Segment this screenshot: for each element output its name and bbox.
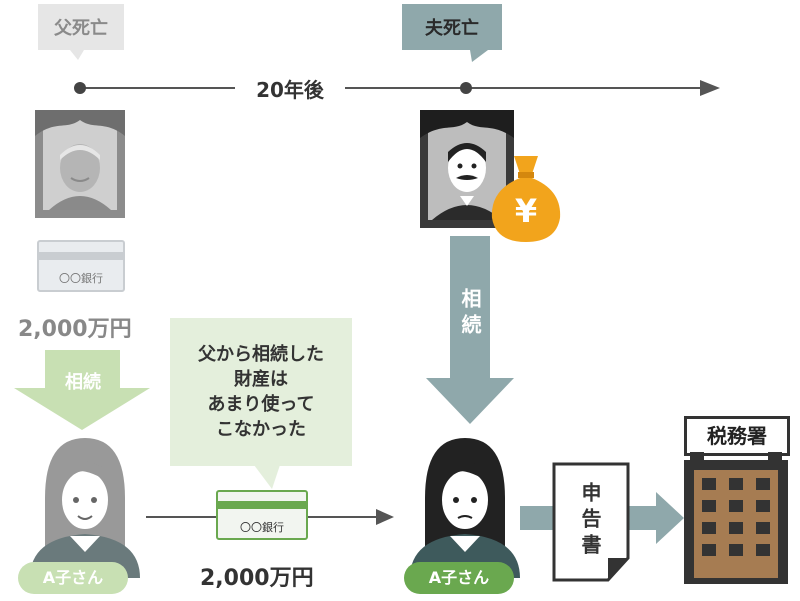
money-bag-icon (491, 156, 561, 242)
timeline-arrowhead (700, 80, 720, 96)
speech-line-3: あまり使って (207, 394, 315, 415)
father-callout-tail (70, 50, 84, 60)
timeline-gap-label: 20年後 (256, 78, 324, 102)
transfer-bankbook-label: 〇〇銀行 (240, 521, 284, 534)
father-death-point (74, 82, 86, 94)
right-person-badge: A子さん (404, 562, 514, 594)
money-symbol: ¥ (514, 192, 538, 230)
right-person-icon (410, 438, 520, 578)
husband-death-point (460, 82, 472, 94)
tax-return-document-icon (552, 462, 630, 582)
timeline-graphic (70, 50, 720, 96)
husband-death-label: 夫死亡 (425, 18, 479, 39)
left-person-badge: A子さん (18, 562, 128, 594)
speech-line-2: 財産は (234, 369, 288, 390)
left-amount: 2,000万円 (18, 317, 132, 342)
speech-bubble-tail (254, 465, 280, 489)
left-bankbook-stripe (39, 252, 123, 260)
speech-line-4: こなかった (216, 419, 306, 440)
transfer-amount: 2,000万円 (200, 566, 314, 591)
tax-office-building-icon (684, 452, 788, 584)
left-bankbook: 〇〇銀行 (37, 240, 125, 292)
right-inheritance-arrow (426, 236, 514, 424)
transfer-bankbook-stripe (218, 501, 306, 509)
speech-text: 父から相続した 財産は あまり使って こなかった (170, 318, 352, 442)
transfer-bankbook: 〇〇銀行 (216, 490, 308, 540)
father-death-label: 父死亡 (54, 18, 108, 39)
left-inherit-label: 相続 (65, 372, 101, 393)
tax-office-label: 税務署 (707, 424, 767, 448)
husband-callout-tail (470, 50, 488, 62)
tax-office-sign: 税務署 (684, 416, 790, 456)
left-person-icon (30, 438, 140, 578)
husband-death-callout: 夫死亡 (402, 4, 502, 50)
father-death-callout: 父死亡 (38, 4, 124, 50)
father-portrait-icon (35, 110, 125, 218)
left-inheritance-arrow (14, 350, 150, 430)
speech-line-1: 父から相続した (198, 344, 324, 365)
speech-bubble: 父から相続した 財産は あまり使って こなかった (170, 318, 352, 466)
document-label: 申告書 (578, 482, 602, 560)
right-inherit-label: 相続 (458, 288, 482, 340)
left-person-label: A子さん (42, 568, 104, 587)
right-person-label: A子さん (428, 568, 490, 587)
left-bankbook-label: 〇〇銀行 (59, 272, 103, 285)
